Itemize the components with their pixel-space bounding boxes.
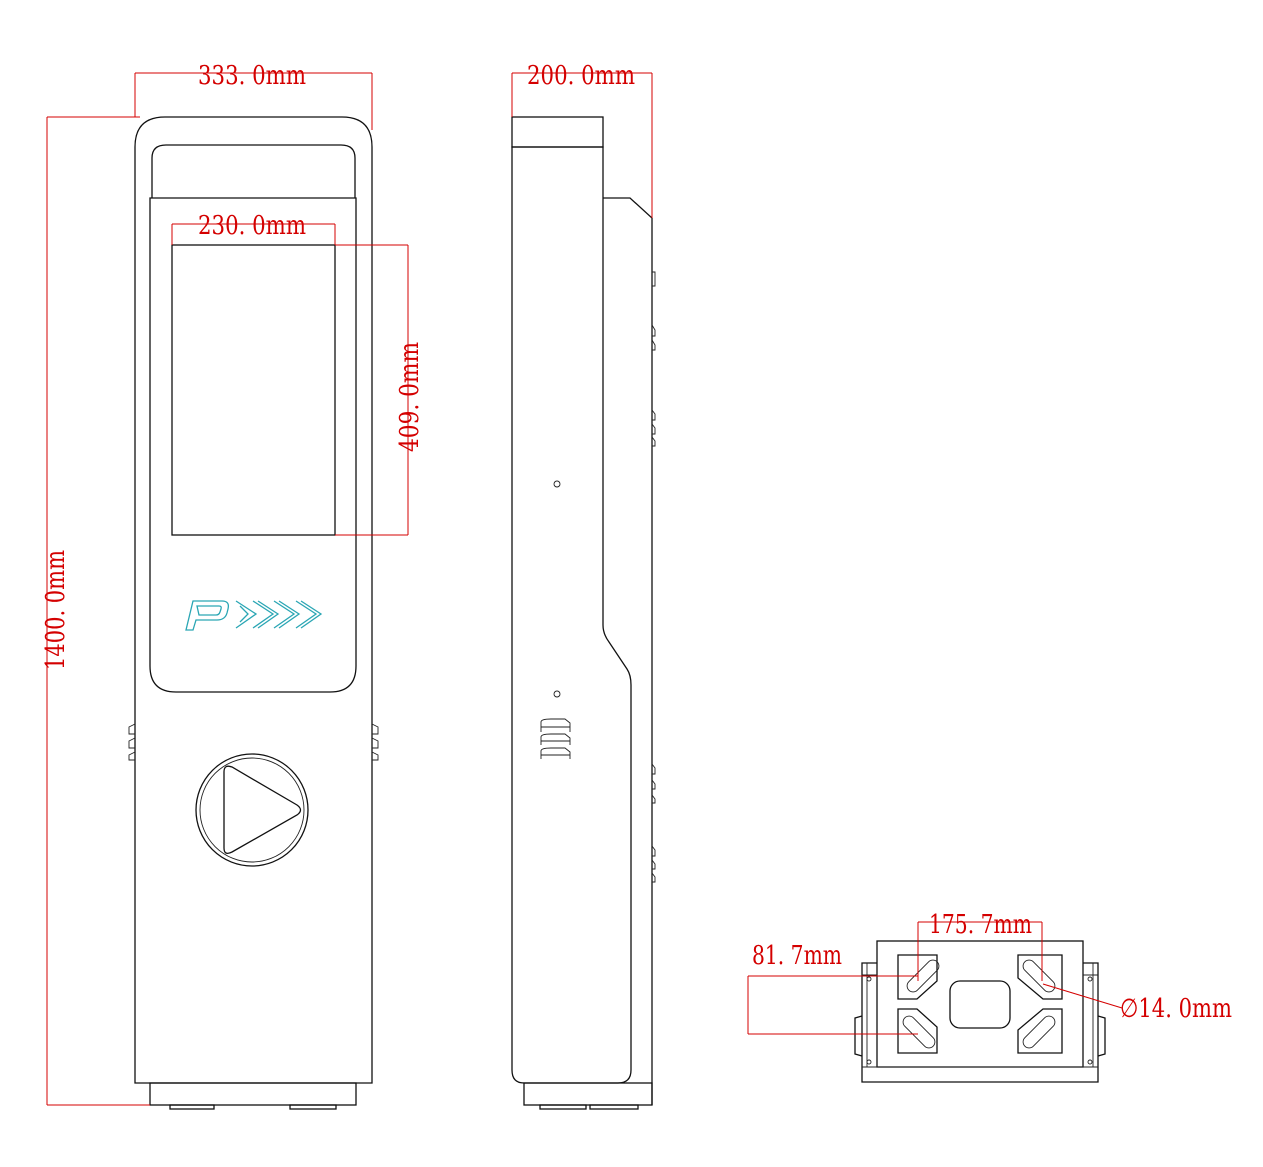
front-display-panel xyxy=(149,197,357,693)
play-button-ring xyxy=(199,757,305,863)
side-view: 200. 0mm xyxy=(511,61,656,1110)
mount-pad-top-left xyxy=(897,954,938,1000)
logo-letter-p-inner xyxy=(196,605,222,616)
logo-letter-p xyxy=(185,600,230,631)
base-flange xyxy=(861,962,1099,1083)
front-screen xyxy=(171,244,336,536)
front-foot-right xyxy=(289,1104,337,1110)
front-view: 333. 0mm 1400. 0mm 230. 0mm 409. 0mm xyxy=(41,61,425,1110)
dim-side-depth-label: 200. 0mm xyxy=(527,61,635,91)
dim-front-height-label: 1400. 0mm xyxy=(41,550,71,670)
side-body-outline xyxy=(511,146,632,1084)
dim-side-depth: 200. 0mm xyxy=(511,61,653,218)
mount-pad-bottom-right xyxy=(1017,1008,1063,1054)
side-foot-right xyxy=(589,1104,639,1110)
logo xyxy=(185,600,323,631)
side-base xyxy=(523,1082,653,1106)
base-bracket-right xyxy=(1097,1015,1106,1057)
base-bracket-left xyxy=(854,1015,863,1057)
side-speaker-slots xyxy=(540,718,571,759)
chevron-arrows-icon xyxy=(235,600,323,629)
side-rear-notch xyxy=(652,271,656,287)
front-body-outline xyxy=(134,116,373,1084)
dim-hole-diameter-label: ∅14. 0mm xyxy=(1120,994,1232,1024)
dim-base-spacing-y: 81. 7mm xyxy=(747,941,918,1035)
play-button xyxy=(195,753,309,867)
front-foot-left xyxy=(169,1104,215,1110)
base-plate xyxy=(876,940,1084,1068)
base-flange-ribs xyxy=(862,963,1098,1067)
mount-pad-bottom-left xyxy=(897,1008,938,1054)
dim-screen-width-label: 230. 0mm xyxy=(198,211,306,241)
dim-front-height: 1400. 0mm xyxy=(41,116,150,1106)
base-view: 175. 7mm 81. 7mm ∅14. 0mm xyxy=(747,910,1232,1083)
dim-base-spacing-y-label: 81. 7mm xyxy=(752,941,842,971)
front-base xyxy=(149,1082,357,1106)
side-rear-column xyxy=(603,197,653,1105)
base-mounting-pads xyxy=(897,954,1063,1054)
dim-hole-diameter: ∅14. 0mm xyxy=(1042,983,1232,1024)
side-screw-bottom xyxy=(553,690,561,698)
front-side-vents xyxy=(128,723,379,761)
side-top-cap xyxy=(511,116,604,148)
play-triangle-icon xyxy=(223,765,302,854)
base-center-opening xyxy=(949,980,1011,1029)
dim-front-width-label: 333. 0mm xyxy=(198,61,306,91)
dim-screen-height-label: 409. 0mm xyxy=(395,342,425,452)
dim-front-width: 333. 0mm xyxy=(134,61,373,130)
base-corner-holes xyxy=(866,976,1093,1065)
mount-pad-top-right xyxy=(1017,954,1063,1000)
dim-base-spacing-x-label: 175. 7mm xyxy=(929,910,1032,940)
side-foot-left xyxy=(539,1104,587,1110)
dim-screen-width: 230. 0mm xyxy=(171,211,336,245)
side-screw-top xyxy=(553,480,561,488)
dim-base-spacing-x: 175. 7mm xyxy=(917,910,1043,981)
dim-screen-height: 409. 0mm xyxy=(335,244,425,536)
front-handle-opening xyxy=(151,144,356,198)
side-rear-vents xyxy=(651,324,656,883)
